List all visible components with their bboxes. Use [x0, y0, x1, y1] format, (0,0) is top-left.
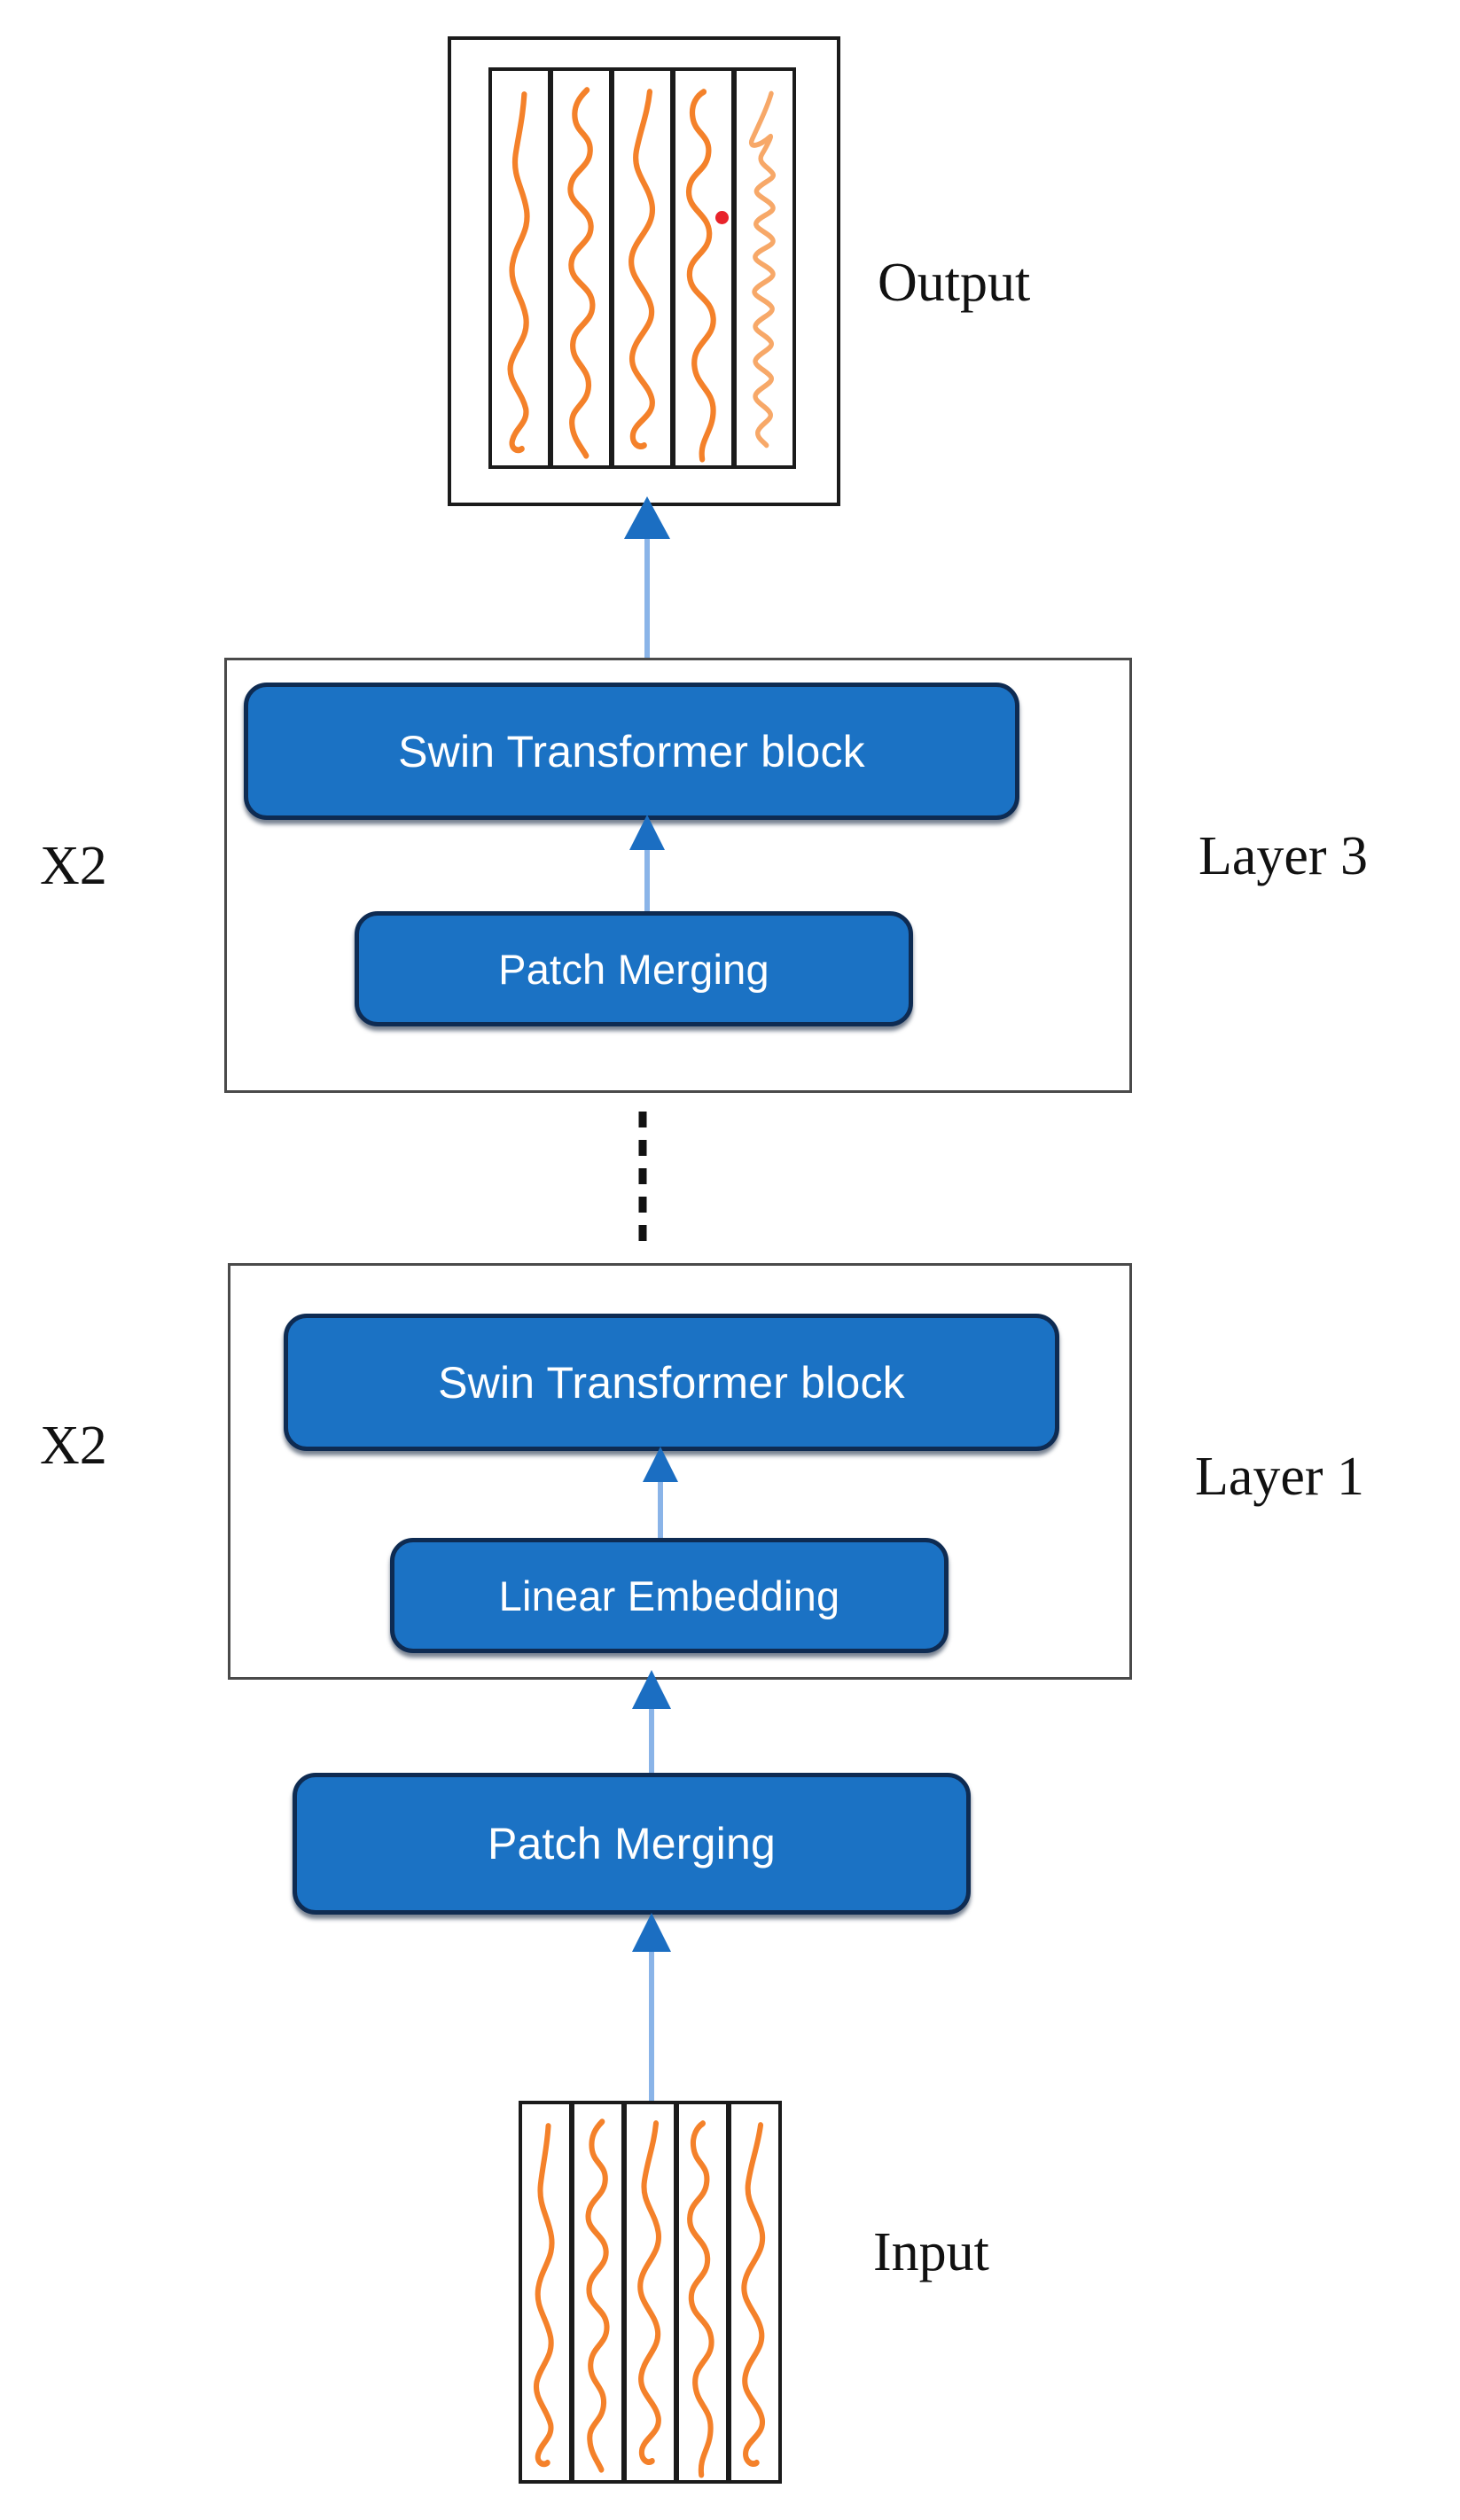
layer1-repeat-label: X2 [40, 1416, 107, 1476]
input-waveform-panel [519, 2101, 789, 2484]
layer3-repeat-label: X2 [40, 836, 107, 896]
output-waveform-panel [488, 67, 800, 469]
patch-merging-layer3[interactable]: Patch Merging [355, 911, 913, 1026]
output-strip [550, 67, 613, 469]
input-label: Input [873, 2222, 989, 2282]
layer1-name-label: Layer 1 [1195, 1447, 1365, 1507]
input-strip [571, 2101, 625, 2484]
red-marker-dot [715, 211, 729, 224]
arrow-stem-to-layer1 [625, 1666, 678, 1791]
output-label: Output [878, 253, 1031, 313]
output-strip [611, 67, 674, 469]
input-strip [675, 2101, 730, 2484]
stem-patch-merging[interactable]: Patch Merging [293, 1773, 971, 1915]
input-strip [519, 2101, 573, 2484]
arrow-input-to-stem [625, 1908, 678, 2103]
swin-transformer-block-layer1[interactable]: Swin Transformer block [284, 1314, 1059, 1451]
arrow-patchmerging-to-swin-layer3 [621, 811, 674, 917]
arrow-layer3-to-output [621, 496, 674, 674]
dashed-connector [634, 1108, 652, 1250]
input-strip [623, 2101, 677, 2484]
input-strip [728, 2101, 782, 2484]
arrow-linearembedding-to-swin-layer1 [634, 1443, 687, 1549]
output-strip-marked [672, 67, 735, 469]
layer3-name-label: Layer 3 [1198, 826, 1369, 886]
output-strip [733, 67, 796, 469]
output-strip [488, 67, 551, 469]
swin-transformer-block-layer3[interactable]: Swin Transformer block [244, 683, 1019, 820]
linear-embedding-layer1[interactable]: Linear Embedding [390, 1538, 949, 1653]
